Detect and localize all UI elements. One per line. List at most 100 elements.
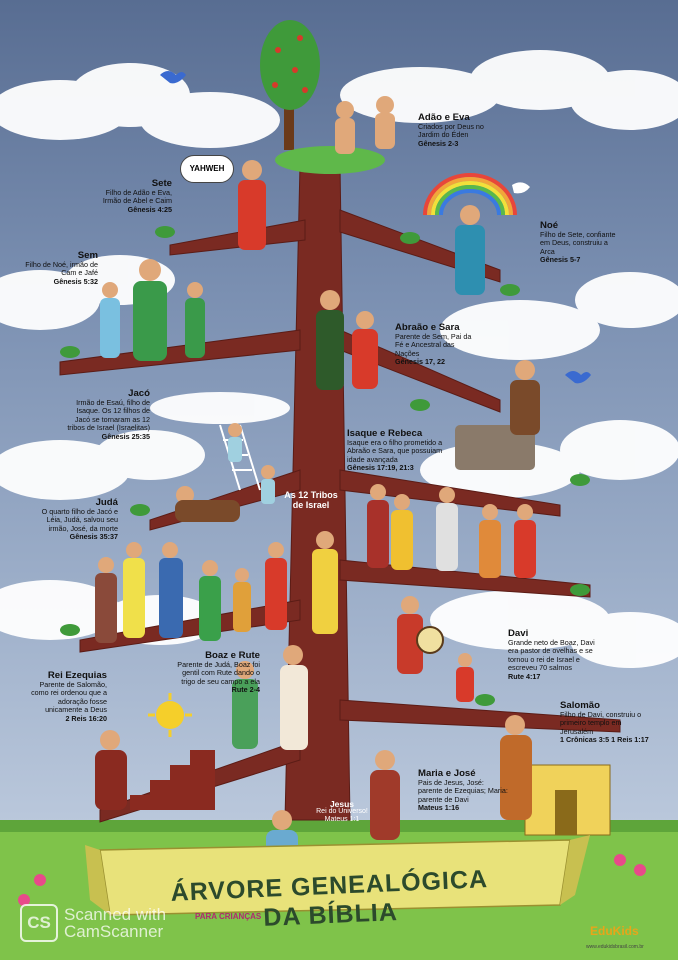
altar-icon	[455, 425, 535, 470]
brand-url: www.edukidsbrasil.com.br	[586, 944, 644, 950]
scanner-watermark: CS Scanned with CamScanner	[20, 904, 166, 942]
camscanner-logo-icon: CS	[20, 904, 58, 942]
label-title: Boaz e Rute	[205, 650, 260, 661]
label-ref: Gênesis 5-7	[540, 255, 581, 265]
label-sem: Sem Filho de Noé, irmão de Cam e Jafé Gê…	[20, 250, 98, 286]
label-title: Abraão e Sara	[395, 322, 460, 333]
poster-subtitle: PARA CRIANÇAS	[195, 912, 262, 921]
label-title: Davi	[508, 628, 529, 639]
tribes-row-left	[95, 531, 338, 643]
shield-icon	[416, 626, 444, 654]
person-figure	[335, 101, 355, 154]
label-title: Sete	[151, 178, 172, 189]
label-desc: Filho de Sete, confiante em Deus, constr…	[540, 230, 616, 256]
label-ref: Gênesis 2-3	[418, 138, 459, 148]
person-figure	[228, 423, 242, 462]
label-desc: Isaque era o filho prometido a Abraão e …	[347, 438, 443, 464]
label-title: Jacó	[128, 388, 150, 399]
label-desc: Parente de Sem, Pai da Fé e Ancestral da…	[395, 332, 472, 358]
label-desc: Irmão de Esaú, filho de Isaque. Os 12 fi…	[67, 398, 150, 433]
label-desc: Pais de Jesus, José: parente de Ezequias…	[418, 778, 508, 804]
person-figure	[100, 282, 120, 358]
tribes-label: As 12 Tribos de Israel	[284, 490, 338, 510]
label-desc: Criados por Deus no Jardim do Éden	[418, 122, 484, 140]
person-figure	[232, 661, 258, 749]
bird-icon	[160, 71, 186, 84]
watermark-line1: Scanned with	[64, 905, 167, 924]
label-ref: Gênesis 35:37	[69, 532, 118, 542]
label-sete: Sete Filho de Adão e Eva, Irmão de Abel …	[92, 178, 172, 214]
label-ref: 2 Reis 16:20	[65, 713, 107, 723]
label-title: Adão e Eva	[418, 112, 470, 123]
label-adao-eva: Adão e Eva Criados por Deus no Jardim do…	[418, 112, 498, 148]
label-noe: Noé Filho de Sete, confiante em Deus, co…	[540, 220, 620, 265]
label-salomao: Salomão Filho de Davi, construiu o prime…	[560, 700, 650, 745]
title-banner	[85, 835, 590, 916]
branch-leaves	[60, 226, 590, 706]
person-figure	[261, 465, 275, 504]
label-ref: Gênesis 17, 22	[395, 357, 445, 367]
person-figure	[95, 730, 127, 810]
dove-icon	[512, 182, 530, 194]
label-title: Salomão	[560, 700, 600, 711]
label-desc: Parente de Salomão, como rei ordenou que…	[31, 680, 107, 715]
sun-icon	[148, 693, 192, 737]
label-desc: Filho de Davi, construiu o primeiro temp…	[560, 710, 642, 736]
label-desc: Filho de Adão e Eva, Irmão de Abel e Cai…	[102, 188, 172, 206]
label-ref: Gênesis 4:25	[127, 204, 172, 214]
label-ref: Gênesis 5:32	[53, 276, 98, 286]
person-figure	[370, 750, 400, 840]
stairs-icon	[130, 750, 215, 810]
label-desc: O quarto filho de Jacó e Léia, Judá, sal…	[41, 507, 118, 533]
flower-icons	[18, 854, 646, 906]
label-desc: Rei do Universo!	[316, 808, 368, 815]
label-juda: Judá O quarto filho de Jacó e Léia, Judá…	[30, 497, 118, 542]
label-ref: Mateus 1:16	[418, 803, 460, 813]
label-title: Isaque e Rebeca	[347, 428, 423, 439]
label-boaz-rute: Boaz e Rute Parente de Judá, Boaz foi ge…	[170, 650, 260, 695]
label-title: Noé	[540, 220, 559, 231]
label-ref: Gênesis 17:19, 21:3	[347, 463, 414, 473]
label-jaco: Jacó Irmão de Esaú, filho de Isaque. Os …	[62, 388, 150, 441]
person-figure	[133, 259, 167, 361]
label-jesus: Jesus Rei do Universo! Mateus 1:1	[306, 800, 378, 824]
label-ref: Rute 4:17	[508, 671, 541, 681]
label-title: Maria e José	[418, 768, 476, 779]
label-desc: Filho de Noé, irmão de Cam e Jafé	[25, 260, 98, 278]
label-title: Sem	[77, 250, 98, 261]
person-figure	[185, 282, 205, 358]
label-ref: 1 Crônicas 3:5 1 Reis 1:17	[560, 735, 649, 745]
label-desc: Grande neto de Boaz, Davi era pastor de …	[508, 638, 595, 673]
label-rei-ezequias: Rei Ezequias Parente de Salomão, como re…	[22, 670, 107, 723]
label-isaque-rebeca: Isaque e Rebeca Isaque era o filho prome…	[347, 428, 457, 473]
temple-icon	[524, 764, 611, 836]
rainbow-icon	[423, 173, 517, 216]
label-desc: Parente de Judá, Boaz foi gentil com Rut…	[177, 660, 260, 686]
person-figure	[175, 486, 240, 522]
person-figure	[456, 653, 474, 702]
label-davi: Davi Grande neto de Boaz, Davi era pasto…	[508, 628, 596, 681]
characters	[95, 96, 540, 875]
person-figure	[280, 645, 308, 750]
label-abraao-sara: Abraão e Sara Parente de Sem, Pai da Fé …	[395, 322, 480, 367]
tribes-row-right	[367, 484, 536, 578]
label-ref: Gênesis 25:35	[101, 431, 150, 441]
label-ref: Rute 2-4	[231, 685, 260, 695]
speech-bubble: YAHWEH	[180, 155, 234, 183]
person-figure	[375, 96, 395, 149]
person-figure	[510, 360, 540, 435]
person-figure	[455, 205, 485, 295]
label-ref: Mateus 1:1	[324, 816, 360, 823]
person-figure	[352, 311, 378, 389]
person-figure	[316, 290, 344, 390]
brand-logo: EduKids	[590, 924, 639, 938]
label-title: Rei Ezequias	[47, 670, 107, 681]
watermark-line2: CamScanner	[64, 922, 164, 941]
bird-icon	[565, 371, 591, 384]
apple-tree-icon	[260, 20, 320, 150]
label-title: Jesus	[329, 799, 355, 809]
person-figure	[238, 160, 266, 250]
garden-bush	[275, 146, 385, 174]
